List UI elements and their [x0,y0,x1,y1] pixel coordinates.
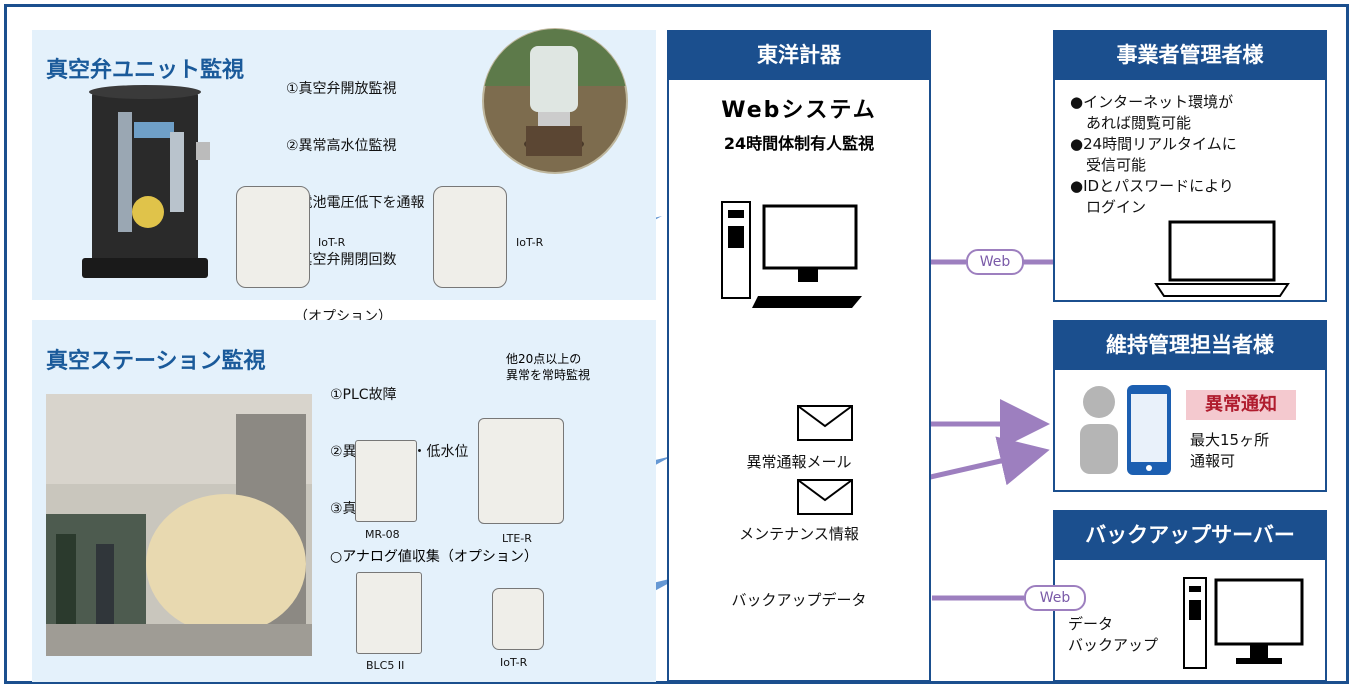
maintenance-label: メンテナンス情報 [739,525,859,543]
unit-item: ④真空弁開閉回数 [286,252,397,268]
station-title: 真空ステーション監視 [46,349,266,374]
admin-header: 事業者管理者様 [1053,30,1327,80]
web-badge: Web [966,249,1024,275]
blc5-device [356,572,422,654]
lte-r-device [478,418,564,524]
station-note: 他20点以上の 異常を常時監視 [506,351,590,383]
pit-photo [480,26,630,174]
admin-line: 受信可能 [1086,156,1147,174]
iot-r-label: IoT-R [516,236,544,249]
envelope [797,405,853,441]
mr08-device [355,440,417,522]
admin-line: ●インターネット環境が [1070,93,1234,111]
station-note-line: 他20点以上の [506,352,582,366]
unit-item: ③電池電圧低下を通報 [286,195,425,211]
desktop-computer [721,201,862,308]
iot-r-device [236,186,310,288]
server-pc [1183,577,1304,669]
alert-badge: 異常通知 [1186,390,1296,420]
backup-note-line: バックアップ [1068,636,1159,654]
person [1080,386,1118,474]
station-note-line: 異常を常時監視 [506,368,591,382]
admin-line: あれば閲覧可能 [1086,114,1192,132]
maint-note: 最大15ヶ所 通報可 [1190,430,1269,472]
unit-title: 真空弁ユニット監視 [46,58,245,83]
admin-line: ログイン [1086,198,1147,216]
mr08-label: MR-08 [365,528,400,541]
iot-r-device [492,588,544,650]
maint-note-line: 最大15ヶ所 [1190,431,1270,449]
unit-item: ②異常高水位監視 [286,138,397,154]
admin-line: ●IDとパスワードにより [1070,177,1234,195]
backup-note: データ バックアップ [1068,614,1158,656]
laptop [1154,220,1290,297]
iot-r-label: IoT-R [500,656,528,669]
web-system-label: Webシステム [721,98,877,123]
iot-r-device [433,186,507,288]
smartphone [1127,385,1171,475]
alert-mail-label: 異常通報メール [746,453,852,471]
admin-lines: ●インターネット環境が あれば閲覧可能 ●24時間リアルタイムに 受信可能 ●I… [1070,92,1237,218]
maintenance-header: 維持管理担当者様 [1053,320,1327,370]
vacuum-valve-unit-photo [82,85,210,278]
station-item: ①PLC故障 [330,387,397,403]
web-badge: Web [1024,585,1086,611]
toyo-keiki-box [667,30,931,682]
backup-header: バックアップサーバー [1053,510,1327,560]
unit-items: ①真空弁開放監視 ②異常高水位監視 ③電池電圧低下を通報 ④真空弁開閉回数 （オ… [286,42,425,346]
vacuum-station-photo [46,394,312,656]
monitor-label: 24時間体制有人監視 [723,134,875,153]
unit-item: ①真空弁開放監視 [286,81,397,97]
toyo-keiki-header: 東洋計器 [667,30,931,80]
maint-note-line: 通報可 [1190,452,1236,470]
envelope [797,479,853,515]
lte-r-label: LTE-R [502,532,532,545]
backup-data-label: バックアップデータ [731,591,867,609]
admin-line: ●24時間リアルタイムに [1070,135,1237,153]
blc5-label: BLC5 II [366,659,405,672]
backup-note-line: データ [1068,615,1114,633]
analog-option: ○アナログ値収集（オプション） [330,549,538,565]
iot-r-label: IoT-R [318,236,346,249]
